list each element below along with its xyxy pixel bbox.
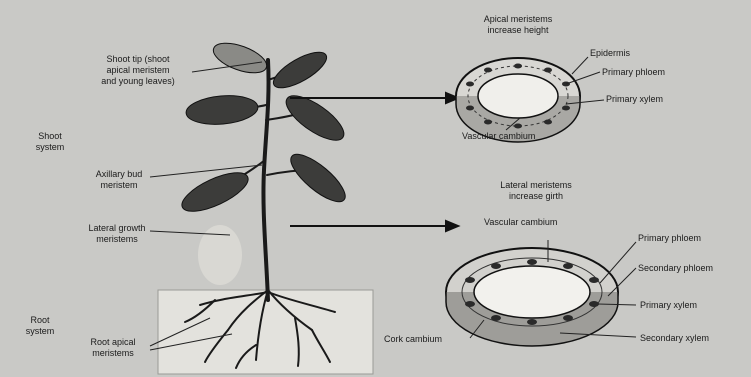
- label-epidermis: Epidermis: [590, 48, 630, 59]
- leaf: [185, 93, 259, 127]
- leaf: [280, 88, 351, 148]
- label-secondary-phloem: Secondary phloem: [638, 263, 713, 274]
- label-lateral-meristems: Lateral meristems increase girth: [480, 180, 592, 202]
- top-cross-section: [456, 58, 580, 142]
- label-root-system: Root system: [12, 315, 68, 337]
- label-vascular-cambium-bottom: Vascular cambium: [484, 217, 557, 228]
- label-primary-xylem-bottom: Primary xylem: [640, 300, 697, 311]
- label-shoot-system: Shoot system: [22, 131, 78, 153]
- label-primary-xylem-top: Primary xylem: [606, 94, 663, 105]
- label-lateral-growth: Lateral growth meristems: [82, 223, 152, 245]
- young-leaf: [210, 37, 271, 79]
- label-vascular-cambium-top: Vascular cambium: [462, 131, 535, 142]
- label-primary-phloem-top: Primary phloem: [602, 67, 665, 78]
- leaf: [269, 45, 332, 94]
- label-axillary-bud: Axillary bud meristem: [86, 169, 152, 191]
- bottom-cross-section: [446, 248, 618, 346]
- label-cork-cambium: Cork cambium: [384, 334, 442, 345]
- label-primary-phloem-bottom: Primary phloem: [638, 233, 701, 244]
- label-shoot-tip: Shoot tip (shoot apical meristem and you…: [82, 54, 194, 87]
- label-secondary-xylem: Secondary xylem: [640, 333, 709, 344]
- label-apical-meristems: Apical meristems increase height: [462, 14, 574, 36]
- leaf: [284, 147, 352, 209]
- label-root-apical: Root apical meristems: [76, 337, 150, 359]
